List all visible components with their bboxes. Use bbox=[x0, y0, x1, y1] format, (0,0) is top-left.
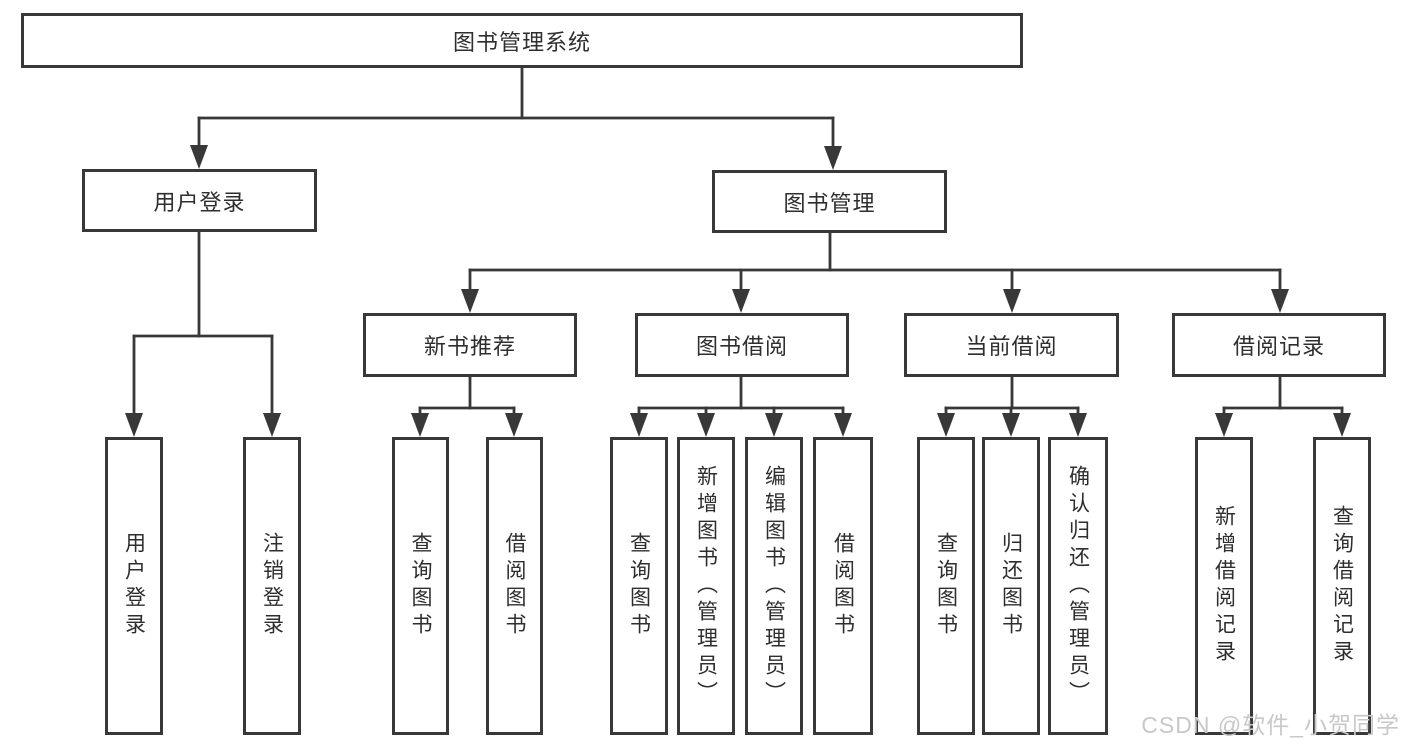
node-new-book-recommendation: 新书推荐 bbox=[363, 313, 577, 377]
node-borrowing-records: 借阅记录 bbox=[1172, 313, 1386, 377]
node-edit-books-admin: 编辑图书（管理员） bbox=[745, 437, 803, 735]
node-add-books-admin: 新增图书（管理员） bbox=[677, 437, 735, 735]
node-borrow-books: 借阅图书 bbox=[813, 437, 873, 735]
node-user-login: 用户登录 bbox=[82, 169, 317, 232]
node-book-management: 图书管理 bbox=[712, 170, 947, 233]
node-query-books-recommend: 查询图书 bbox=[392, 437, 449, 735]
node-logout: 注销登录 bbox=[243, 437, 301, 735]
node-book-borrowing: 图书借阅 bbox=[635, 313, 849, 377]
node-borrow-books-recommend: 借阅图书 bbox=[486, 437, 543, 735]
node-user-login-leaf: 用户登录 bbox=[105, 437, 163, 735]
node-query-borrow-record: 查询借阅记录 bbox=[1313, 437, 1371, 735]
node-current-borrowing: 当前借阅 bbox=[904, 313, 1119, 377]
node-query-books-borrow: 查询图书 bbox=[610, 437, 668, 735]
node-query-books-current: 查询图书 bbox=[917, 437, 975, 735]
node-add-borrow-record: 新增借阅记录 bbox=[1195, 437, 1253, 735]
node-library-management-system: 图书管理系统 bbox=[21, 13, 1023, 68]
node-return-books: 归还图书 bbox=[982, 437, 1040, 735]
csdn-watermark: CSDN @软件_小贺同学 bbox=[1141, 712, 1400, 738]
node-confirm-return-admin: 确认归还（管理员） bbox=[1048, 437, 1108, 735]
